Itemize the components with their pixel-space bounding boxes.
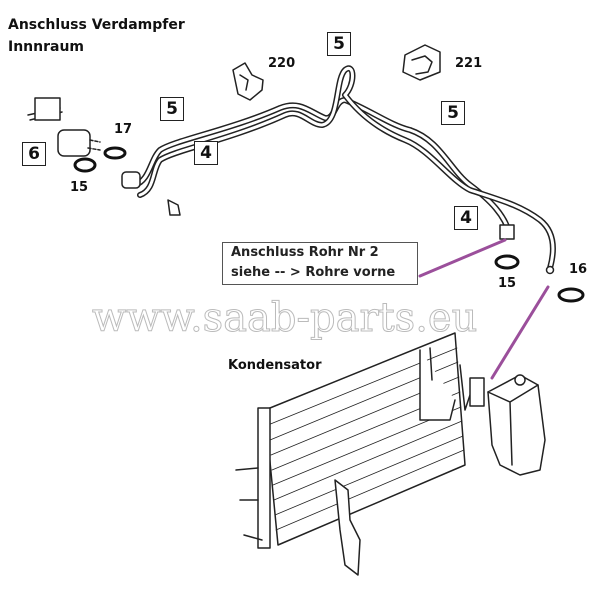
part-box-6: 6 [22,142,46,166]
callout-box: Anschluss Rohr Nr 2 siehe -- > Rohre vor… [222,242,418,285]
part-box-4-right: 4 [454,206,478,230]
o-ring-15-left [73,157,97,173]
callout-line-1: Anschluss Rohr Nr 2 [231,245,379,260]
condenser-label: Kondensator [228,358,322,373]
part-box-4-left: 4 [194,141,218,165]
clip-220-drawing [232,62,264,101]
part-box-5-top: 5 [327,32,351,56]
part-box-5-right: 5 [441,101,465,125]
title-line-1: Anschluss Verdampfer [8,17,185,33]
part-number-15-left: 15 [70,180,89,195]
part-number-221: 221 [455,56,483,71]
part-box-5-left: 5 [160,97,184,121]
receiver-drier-drawing [487,374,546,476]
title-line-2: Innnraum [8,39,85,55]
condenser-drawing [235,332,485,576]
o-ring-16 [557,287,585,303]
part-number-220: 220 [268,56,296,71]
part-number-15-right: 15 [498,276,517,291]
leader-line [418,238,507,278]
leader-line [490,285,550,380]
part-number-16: 16 [569,262,588,277]
pipe-5 [137,65,556,271]
callout-line-2: siehe -- > Rohre vorne [231,265,396,280]
pipe-fitting [499,224,515,240]
o-ring-15-right [494,254,520,270]
watermark: www.saab-parts.eu [91,295,478,341]
pipe-end-fitting [545,265,555,275]
part-number-17: 17 [114,122,133,137]
clip-221-drawing [402,44,441,81]
o-ring-17 [103,146,127,160]
evaporator-connector-drawing [27,97,181,216]
